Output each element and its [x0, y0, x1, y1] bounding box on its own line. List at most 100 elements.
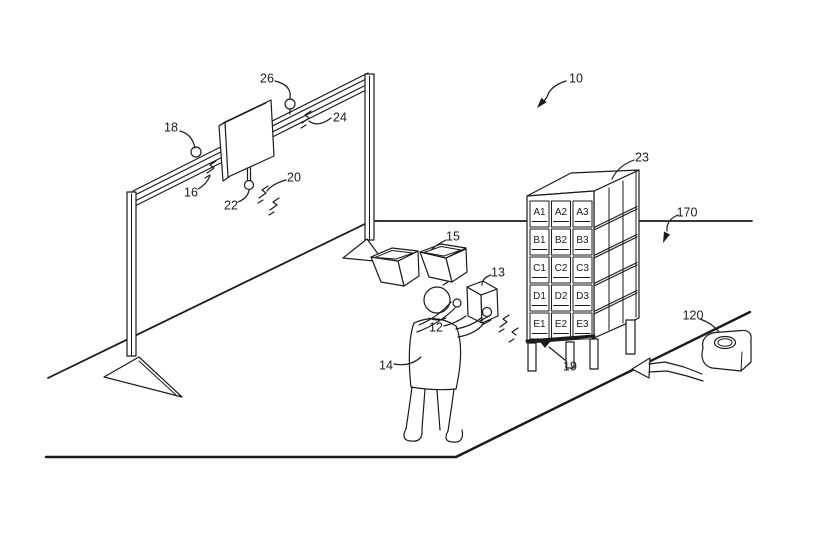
leader-26 [274, 80, 291, 99]
worker-right-hand [481, 306, 493, 318]
bin-label: B3 [576, 235, 589, 246]
shelf-bottom-band [525, 334, 596, 343]
worker-arms [416, 298, 493, 338]
ref-label-13: 13 [491, 266, 505, 280]
bin-label: E2 [555, 319, 568, 330]
bin-label: C1 [533, 263, 546, 274]
shelf-side-face [593, 169, 640, 339]
gantry-left-foot [103, 356, 183, 398]
leader-24 [308, 117, 332, 125]
bin-cell: E2 [551, 312, 571, 340]
floor-back-left-edge [47, 220, 372, 379]
bin-cell: E1 [529, 312, 550, 340]
worker-near-arm [418, 301, 452, 326]
ref-label-120: 120 [683, 309, 704, 323]
arrowhead-19 [537, 338, 550, 348]
tote-right [419, 243, 468, 283]
bin-cell: D3 [572, 284, 593, 312]
worker-head [423, 286, 451, 314]
leader-15 [430, 239, 447, 251]
ref-label-23: 23 [635, 151, 649, 165]
reference-labels: 10 18 26 24 16 22 20 15 13 12 14 23 19 1… [164, 72, 720, 374]
shelf-unit: A1 A2 A3 B1 B2 B3 C1 C2 C3 D1 D2 D3 E1 E… [525, 169, 640, 372]
leader-22 [237, 189, 250, 203]
bin-label: D3 [576, 291, 589, 302]
bin-label: E1 [533, 319, 546, 330]
ref-label-170: 170 [677, 206, 698, 220]
bin-label: A1 [533, 207, 546, 218]
leader-120 [699, 318, 720, 333]
arrowhead-10 [537, 97, 547, 108]
leader-20 [266, 179, 287, 192]
bin-cell: A1 [529, 200, 550, 228]
signal-squiggle-12a [498, 314, 510, 333]
bin-label: B2 [555, 235, 568, 246]
ref-label-15: 15 [446, 230, 460, 244]
ref-label-22: 22 [224, 199, 238, 213]
leader-18 [179, 130, 196, 149]
shelf-leg [589, 338, 599, 370]
leader-23 [611, 159, 635, 180]
bin-cell: A2 [551, 200, 571, 228]
bin-label: A2 [555, 207, 568, 218]
item-box [466, 280, 499, 324]
ref-label-14: 14 [379, 359, 393, 373]
bin-cell: B1 [529, 228, 550, 256]
ref-label-19: 19 [563, 360, 577, 374]
bin-label: B1 [533, 235, 546, 246]
motion-arrow-head [631, 357, 651, 379]
bin-cell: C3 [572, 256, 593, 284]
shelf-leg [625, 319, 636, 355]
bin-cell: A3 [572, 200, 593, 228]
signal-squiggle-24 [300, 110, 312, 129]
bin-label: A3 [576, 207, 589, 218]
hanging-sensor [243, 167, 255, 191]
bin-label: D1 [533, 291, 546, 302]
worker-far-arm [455, 317, 482, 330]
bin-cell: C2 [551, 256, 571, 284]
shelf-side-slats [594, 171, 638, 331]
shelf-leg [527, 342, 537, 372]
worker-legs [403, 386, 464, 443]
ref-label-16: 16 [184, 186, 198, 200]
leader-10 [543, 80, 567, 102]
bin-cell: D2 [551, 284, 571, 312]
worker-torso [408, 317, 462, 391]
ref-label-12: 12 [429, 321, 443, 335]
shelf-legs [527, 319, 636, 372]
signal-squiggle-20b [268, 197, 280, 216]
bin-label: C2 [555, 263, 568, 274]
bin-grid: A1 A2 A3 B1 B2 B3 C1 C2 C3 D1 D2 D3 E1 E… [529, 200, 593, 340]
worker [403, 286, 464, 443]
bin-cell: D1 [529, 284, 550, 312]
shelf-leg [565, 341, 575, 369]
scanner-ring [713, 335, 737, 350]
bin-label: C3 [576, 263, 589, 274]
imaging-panel [218, 99, 275, 182]
leader-16 [197, 175, 211, 190]
bin-cell: B2 [551, 228, 571, 256]
totes [370, 243, 468, 287]
bin-cell: B3 [572, 228, 593, 256]
worker-right-foot [445, 429, 464, 443]
leader-14 [393, 356, 422, 366]
bin-label: D2 [555, 291, 568, 302]
ref-label-20: 20 [287, 171, 301, 185]
signal-squiggle-16 [204, 160, 217, 179]
sensor-ball [243, 179, 255, 191]
signal-squiggle-12b [508, 327, 519, 343]
ref-label-10: 10 [569, 72, 583, 86]
floor-outline [44, 220, 753, 459]
floor-right-edge [454, 310, 752, 459]
scanner-device [701, 329, 752, 372]
rail-end-pivot [190, 146, 202, 158]
wristband [479, 315, 492, 326]
leader-12 [443, 315, 467, 327]
rail-trolley-roller [284, 98, 296, 110]
leader-170 [666, 214, 679, 232]
motion-arrow [631, 357, 704, 382]
worker-left-hand [452, 298, 462, 308]
leader-13 [481, 274, 492, 286]
ref-label-26: 26 [260, 72, 274, 86]
